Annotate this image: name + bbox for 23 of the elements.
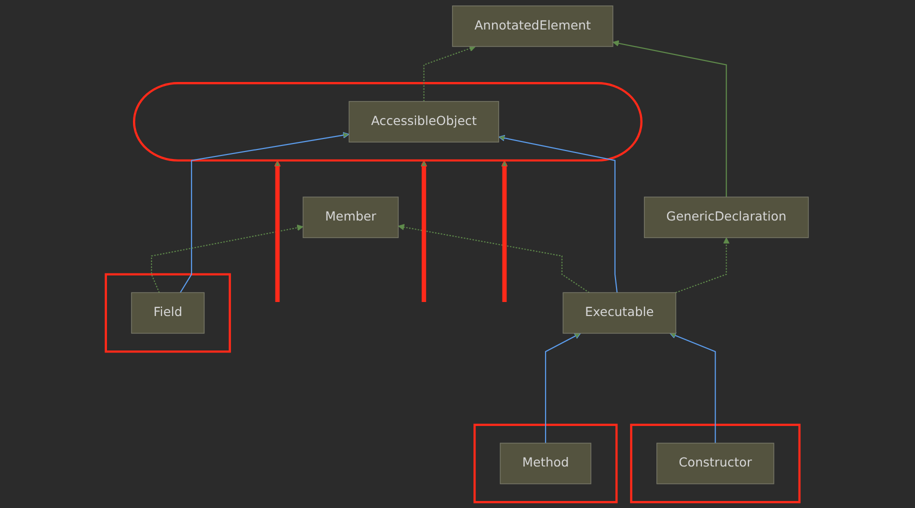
arrow (498, 134, 618, 293)
class-box: AccessibleObject (349, 101, 500, 142)
arrow (612, 40, 728, 198)
arrow (421, 160, 428, 302)
class-box: Method (500, 442, 592, 484)
class-box: Field (132, 292, 205, 334)
arrow (424, 45, 476, 102)
class-box: Member (303, 196, 400, 238)
class-box: Constructor (656, 442, 775, 484)
class-box: GenericDeclaration (644, 196, 810, 238)
arrow (274, 160, 282, 302)
class-box: AnnotatedElement (452, 6, 614, 47)
arrow (398, 224, 590, 294)
highlight-outline (630, 424, 801, 504)
arrow (180, 132, 350, 293)
arrow (151, 224, 304, 293)
class-box: Executable (563, 292, 677, 334)
highlight-outline (105, 273, 232, 353)
arrow (502, 160, 508, 302)
arrow (545, 333, 582, 444)
highlight-outline (474, 424, 618, 504)
arrow (676, 237, 730, 294)
arrow (670, 332, 716, 444)
